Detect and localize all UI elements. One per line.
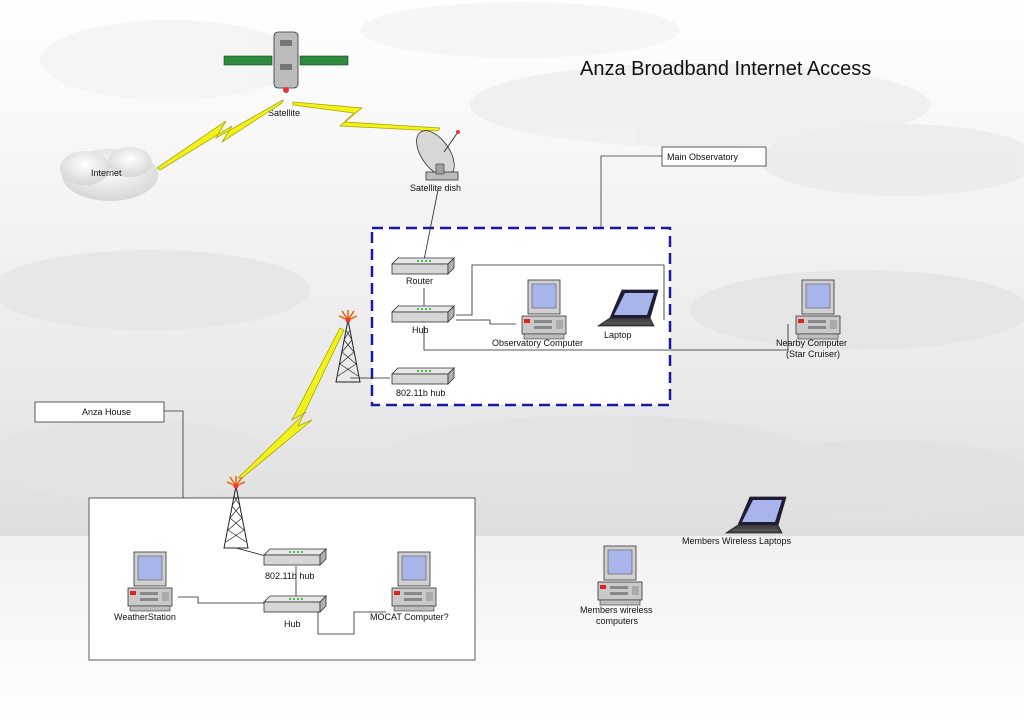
observatory-hub-icon — [391, 305, 455, 323]
internet-label: Internet — [91, 168, 122, 178]
diagram-title: Anza Broadband Internet Access — [580, 58, 871, 80]
satellite-label: Satellite — [268, 108, 300, 118]
main-observatory-callout — [661, 146, 767, 167]
members-computers-label-line1: Members wireless — [580, 605, 653, 615]
members-computers-label-line2: computers — [596, 616, 639, 626]
satellite-dish-label: Satellite dish — [410, 183, 461, 193]
router-icon — [391, 257, 455, 275]
nearby-computer-label-line2: (Star Cruiser) — [786, 349, 840, 359]
satellite-dish-icon — [416, 130, 460, 181]
background-clouds — [0, 2, 1024, 520]
observatory-hub-label: Hub — [412, 325, 429, 335]
house-links — [178, 547, 386, 635]
laptop-label: Laptop — [604, 330, 632, 340]
lightning-satellite-dish — [292, 101, 441, 132]
members-laptops-label: Members Wireless Laptops — [682, 536, 792, 546]
weather-station-label: WeatherStation — [114, 612, 176, 622]
observatory-wifi-hub-label: 802.11b hub — [396, 388, 445, 398]
weather-station-computer-icon — [127, 551, 173, 612]
house-hub-icon — [263, 595, 327, 613]
nearby-computer-label-line1: Nearby Computer — [776, 338, 847, 348]
house-wifi-hub-label: 802.11b hub — [265, 571, 314, 581]
internet-cloud-icon — [60, 147, 158, 201]
nearby-computer-icon — [795, 279, 841, 340]
observatory-computer-label: Observatory Computer — [492, 338, 583, 348]
observatory-wifi-hub-icon — [391, 367, 455, 385]
house-wifi-hub-icon — [263, 548, 327, 566]
observatory-computer-icon — [521, 279, 567, 340]
main-observatory-label: Main Observatory — [667, 152, 739, 162]
mocat-computer-icon — [391, 551, 437, 612]
members-computer-icon — [597, 545, 643, 606]
mocat-computer-label: MOCAT Computer? — [370, 612, 449, 622]
router-label: Router — [406, 276, 433, 286]
observatory-links — [350, 189, 789, 379]
house-hub-label: Hub — [284, 619, 301, 629]
lightning-internet-satellite — [156, 99, 284, 171]
satellite-icon — [223, 31, 349, 93]
anza-house-label: Anza House — [82, 407, 131, 417]
anza-house-callout — [34, 401, 165, 423]
